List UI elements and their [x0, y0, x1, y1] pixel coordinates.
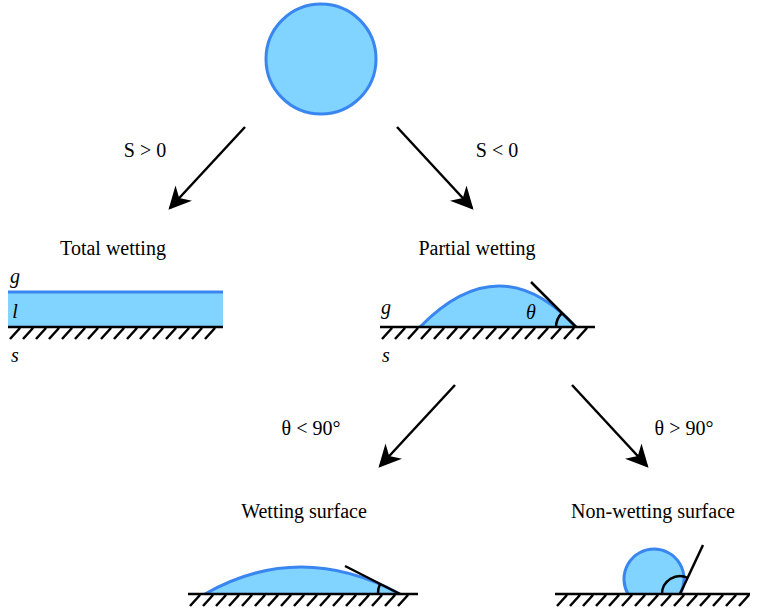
drop-surface — [420, 286, 576, 327]
branch-arrow — [380, 385, 455, 466]
drop-surface — [624, 549, 684, 594]
phase-letter: g — [10, 265, 20, 287]
tangent-line — [531, 282, 576, 327]
condition-label: θ > 90° — [655, 417, 714, 439]
liquid-drop — [420, 286, 576, 327]
tangent-line — [680, 545, 703, 594]
state-title: Wetting surface — [241, 500, 367, 522]
angle-arc — [556, 313, 562, 327]
condition-label: S < 0 — [476, 139, 518, 161]
drop-surface — [205, 567, 400, 594]
phase-letter: l — [12, 300, 18, 322]
state-title: Partial wetting — [418, 237, 535, 259]
angle-symbol: θ — [526, 301, 536, 323]
solid-surface — [8, 327, 223, 339]
liquid-drop — [205, 567, 400, 594]
phase-letter: g — [381, 296, 391, 318]
tangent-line — [345, 566, 400, 594]
film-surface — [8, 291, 223, 294]
angle-arc — [378, 584, 380, 594]
solid-surface — [188, 594, 418, 606]
phase-letter: s — [11, 344, 19, 366]
liquid-film — [8, 292, 223, 327]
state-title: Non-wetting surface — [571, 500, 735, 522]
state-title: Total wetting — [60, 237, 166, 259]
phase-letter: s — [382, 344, 390, 366]
condition-label: θ < 90° — [282, 417, 341, 439]
solid-surface — [555, 594, 750, 606]
condition-label: S > 0 — [124, 139, 166, 161]
drop-circle — [266, 4, 376, 114]
branch-arrow — [170, 127, 245, 208]
angle-arc — [662, 576, 688, 594]
solid-surface — [380, 327, 595, 339]
branch-arrow — [572, 385, 647, 466]
liquid-drop — [624, 549, 684, 594]
branch-arrow — [397, 127, 472, 208]
